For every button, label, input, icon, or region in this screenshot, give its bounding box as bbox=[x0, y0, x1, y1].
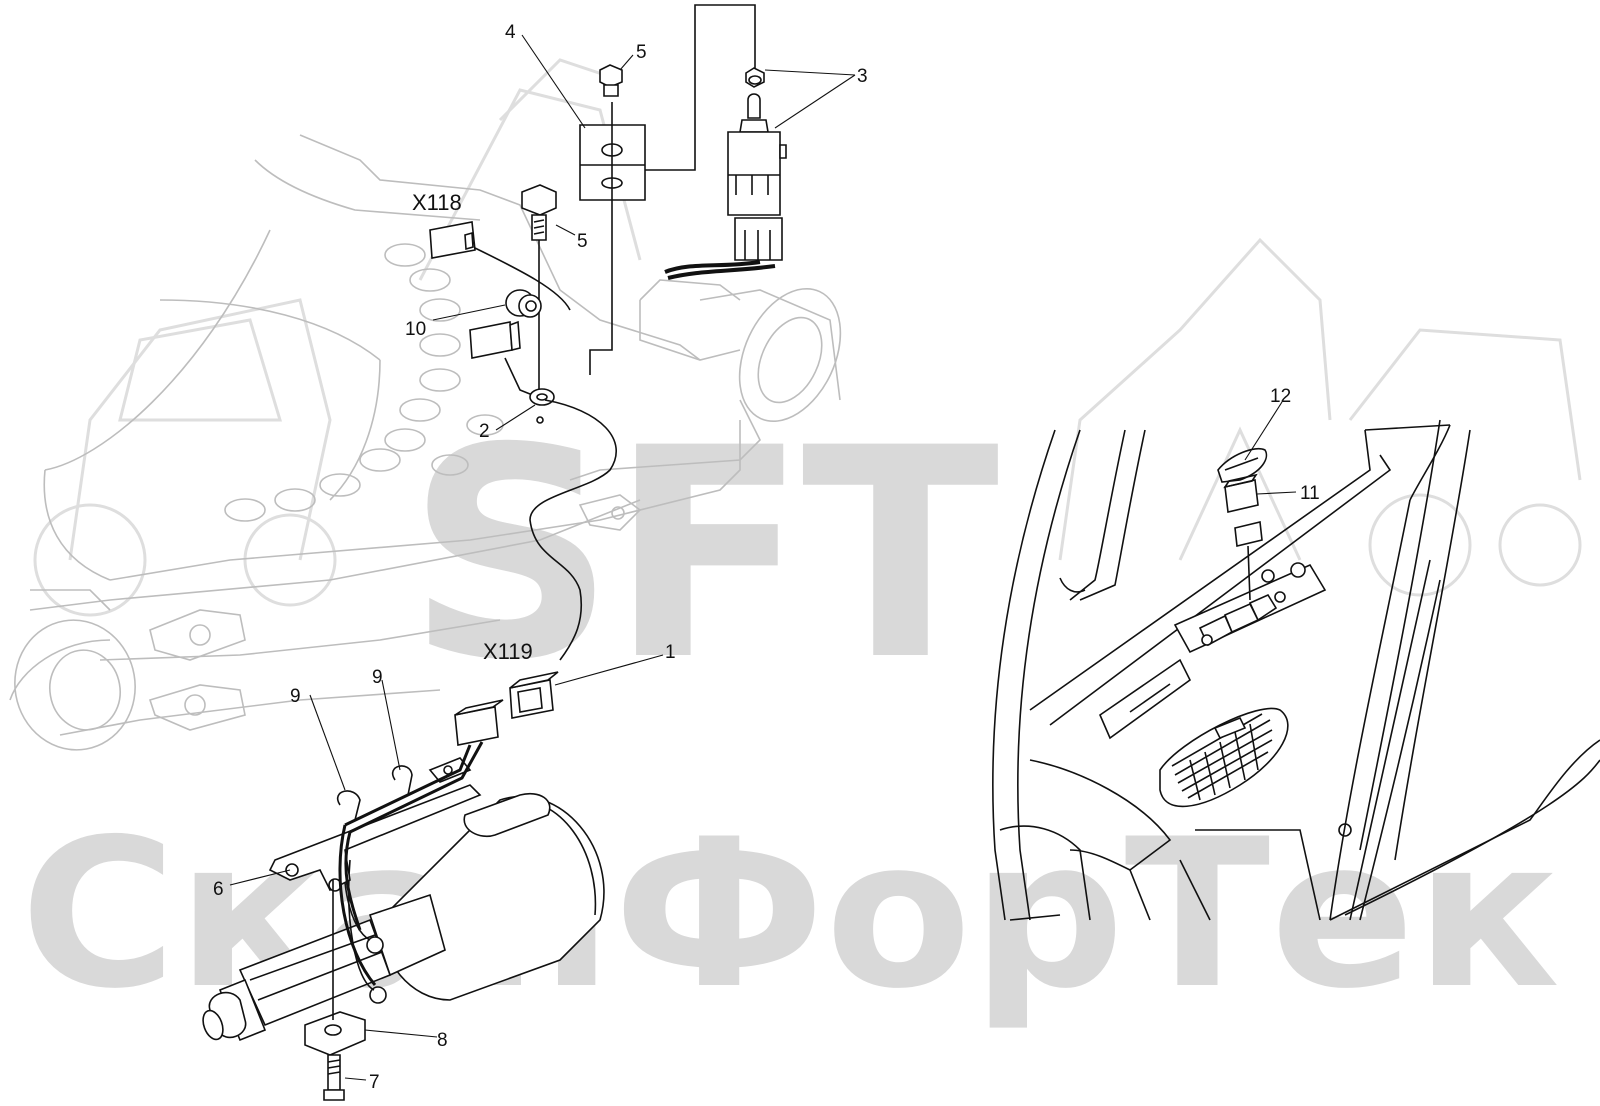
callout-8: 8 bbox=[437, 1030, 448, 1051]
connector-x118 bbox=[429, 221, 571, 311]
callout-6: 6 bbox=[213, 879, 224, 900]
callout-1: 1 bbox=[665, 642, 676, 663]
callout-10: 10 bbox=[405, 319, 426, 340]
callout-7: 7 bbox=[369, 1072, 380, 1093]
callout-9-left: 9 bbox=[290, 686, 301, 707]
wire-bracket-to-switch bbox=[645, 4, 756, 171]
bolt-7 bbox=[323, 1054, 345, 1101]
watermark-logo: SFT bbox=[407, 387, 1001, 724]
leader-lines bbox=[229, 34, 1297, 1081]
part-toggle-switch bbox=[664, 67, 787, 280]
callout-4: 4 bbox=[505, 22, 516, 43]
connector-x119 bbox=[509, 671, 559, 719]
part-switch-cap bbox=[1217, 448, 1268, 483]
label-x118: X118 bbox=[412, 190, 462, 215]
callout-3: 3 bbox=[857, 66, 868, 87]
callout-5-lower: 5 bbox=[577, 231, 588, 252]
vent-grille bbox=[1159, 707, 1289, 808]
part-lower-plate bbox=[304, 880, 366, 1056]
connector-mating bbox=[454, 699, 504, 746]
bolt-5-top bbox=[599, 64, 623, 97]
part-ground-terminal bbox=[469, 320, 555, 424]
part-rocker-switch bbox=[1223, 473, 1259, 513]
cab-interior bbox=[992, 419, 1600, 921]
part-bracket bbox=[579, 102, 646, 375]
callout-11: 11 bbox=[1300, 483, 1320, 504]
wire-main-harness bbox=[529, 399, 617, 661]
part-switch-body bbox=[1234, 521, 1263, 601]
callout-labels: 1 2 3 4 5 5 6 7 8 9 9 10 11 12 bbox=[213, 22, 1320, 1093]
turntable-frame bbox=[9, 134, 842, 751]
part-actuator bbox=[202, 793, 605, 1042]
callout-5-top: 5 bbox=[636, 42, 647, 63]
bolt-5-lower bbox=[521, 184, 557, 405]
label-x119: X119 bbox=[483, 639, 533, 664]
part-mounting-plate bbox=[268, 757, 482, 892]
part-cable-clips bbox=[336, 741, 484, 986]
watermark: SFT СканФорТек bbox=[20, 58, 1582, 1034]
callout-2: 2 bbox=[479, 421, 490, 442]
callout-12: 12 bbox=[1270, 386, 1291, 407]
callout-9-right: 9 bbox=[372, 667, 383, 688]
connector-labels: X118 X119 bbox=[412, 190, 533, 664]
part-grommet bbox=[505, 289, 542, 318]
